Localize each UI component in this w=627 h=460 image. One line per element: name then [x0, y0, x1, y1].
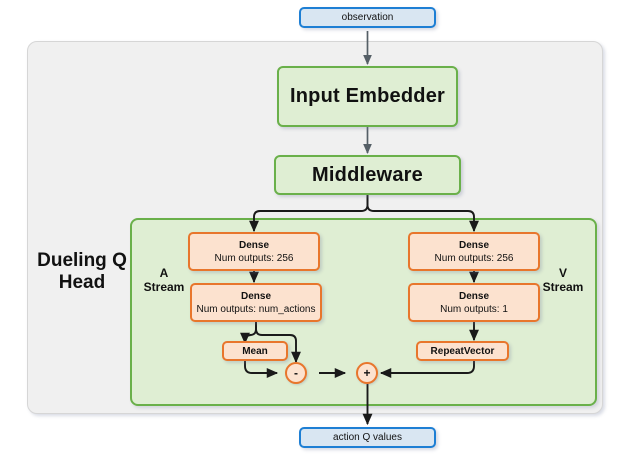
v-dense1-detail: Num outputs: 256 [434, 252, 514, 264]
v-dense2-title: Dense [458, 290, 489, 302]
action-q-values-label: action Q values [333, 432, 402, 443]
a-dense2-title: Dense [240, 290, 271, 302]
dueling-q-head-title: Dueling Q Head [37, 250, 127, 294]
v-stream-dense-2: Dense Num outputs: 1 [408, 283, 540, 322]
observation-label: observation [341, 12, 394, 23]
a-dense2-detail: Num outputs: num_actions [196, 303, 316, 315]
v-stream-label: V Stream [542, 266, 584, 295]
a-dense1-detail: Num outputs: 256 [214, 252, 294, 264]
a-stream-dense-2: Dense Num outputs: num_actions [190, 283, 322, 322]
a-dense1-title: Dense [238, 239, 269, 251]
repeat-vector-label: RepeatVector [430, 345, 495, 357]
subtract-symbol: - [294, 366, 298, 380]
add-symbol: + [363, 366, 371, 380]
v-stream-dense-1: Dense Num outputs: 256 [408, 232, 540, 271]
v-dense2-detail: Num outputs: 1 [440, 303, 508, 315]
add-operator: + [356, 362, 378, 384]
mean-node: Mean [222, 341, 288, 361]
input-embedder-label: Input Embedder [289, 85, 446, 107]
repeat-vector-node: RepeatVector [416, 341, 509, 361]
a-stream-dense-1: Dense Num outputs: 256 [188, 232, 320, 271]
input-embedder-node: Input Embedder [277, 66, 458, 127]
middleware-label: Middleware [312, 163, 423, 186]
observation-node: observation [299, 7, 436, 28]
action-q-values-node: action Q values [299, 427, 436, 448]
subtract-operator: - [285, 362, 307, 384]
mean-label: Mean [242, 345, 268, 357]
a-stream-label: A Stream [143, 266, 185, 295]
middleware-node: Middleware [274, 155, 461, 195]
v-dense1-title: Dense [458, 239, 489, 251]
